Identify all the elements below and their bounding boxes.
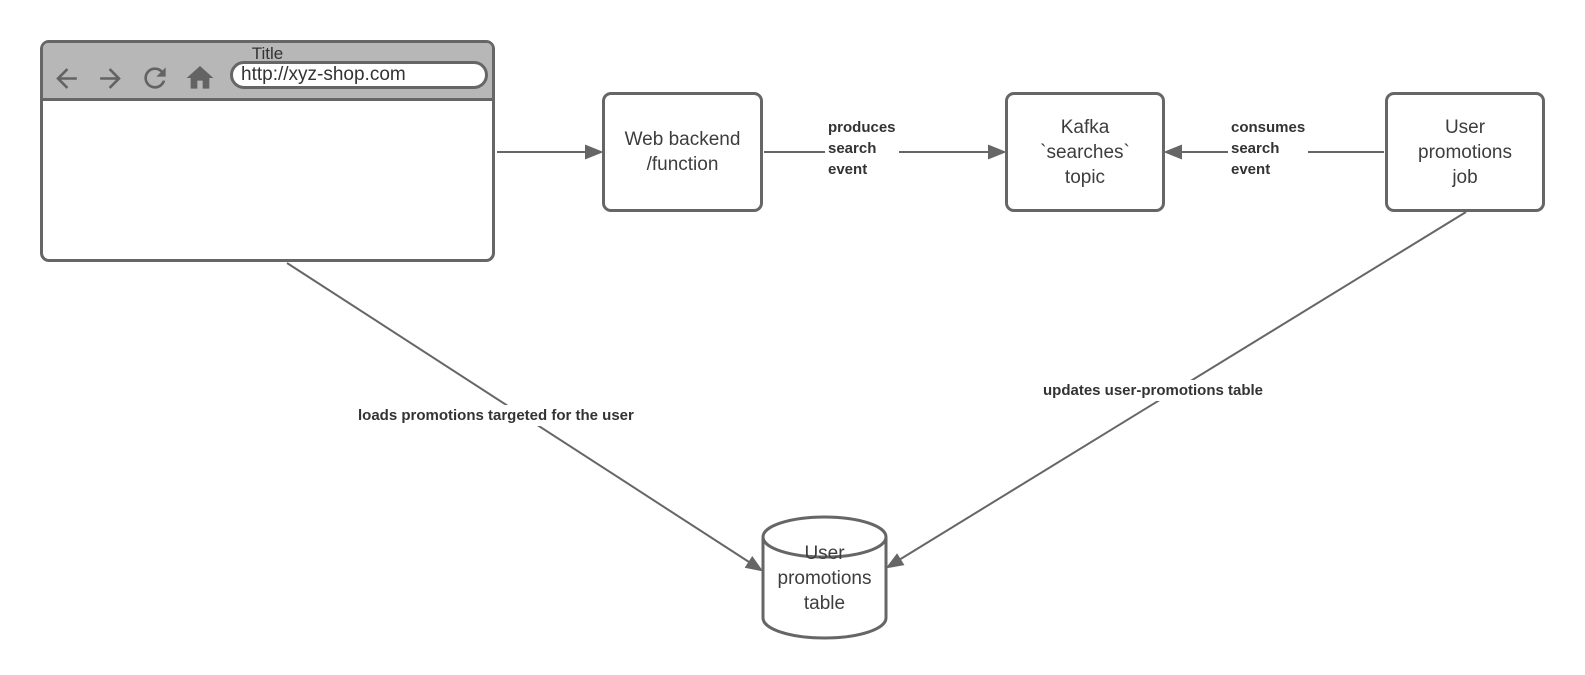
node-user-promotions-job: User promotions job [1385, 92, 1545, 212]
node-kafka-searches-topic: Kafka `searches` topic [1005, 92, 1165, 212]
edge-label-produces-search-event: produces search event [825, 117, 899, 180]
browser-window: Title [40, 40, 495, 262]
arrow-browser-to-backend [497, 144, 604, 160]
browser-titlebar: Title [43, 43, 492, 101]
node-web-backend-label: Web backend /function [624, 129, 741, 175]
browser-nav-icons [51, 62, 216, 94]
edge-label-updates-table: updates user-promotions table [1040, 380, 1267, 401]
browser-title: Title [251, 44, 284, 63]
database-cylinder-shape [761, 515, 888, 640]
node-job-label: User promotions job [1418, 116, 1512, 188]
back-icon [51, 63, 82, 94]
edge-label-consumes-search-event: consumes search event [1228, 117, 1309, 180]
node-web-backend: Web backend /function [602, 92, 763, 212]
url-bar: http://xyz-shop.com [230, 61, 488, 89]
refresh-icon [139, 62, 171, 94]
node-kafka-label: Kafka `searches` topic [1040, 116, 1130, 188]
home-icon [184, 62, 216, 94]
edge-label-loads-promotions: loads promotions targeted for the user [355, 405, 637, 426]
node-user-promotions-table-label: User promotions table [777, 543, 872, 614]
forward-icon [95, 63, 126, 94]
